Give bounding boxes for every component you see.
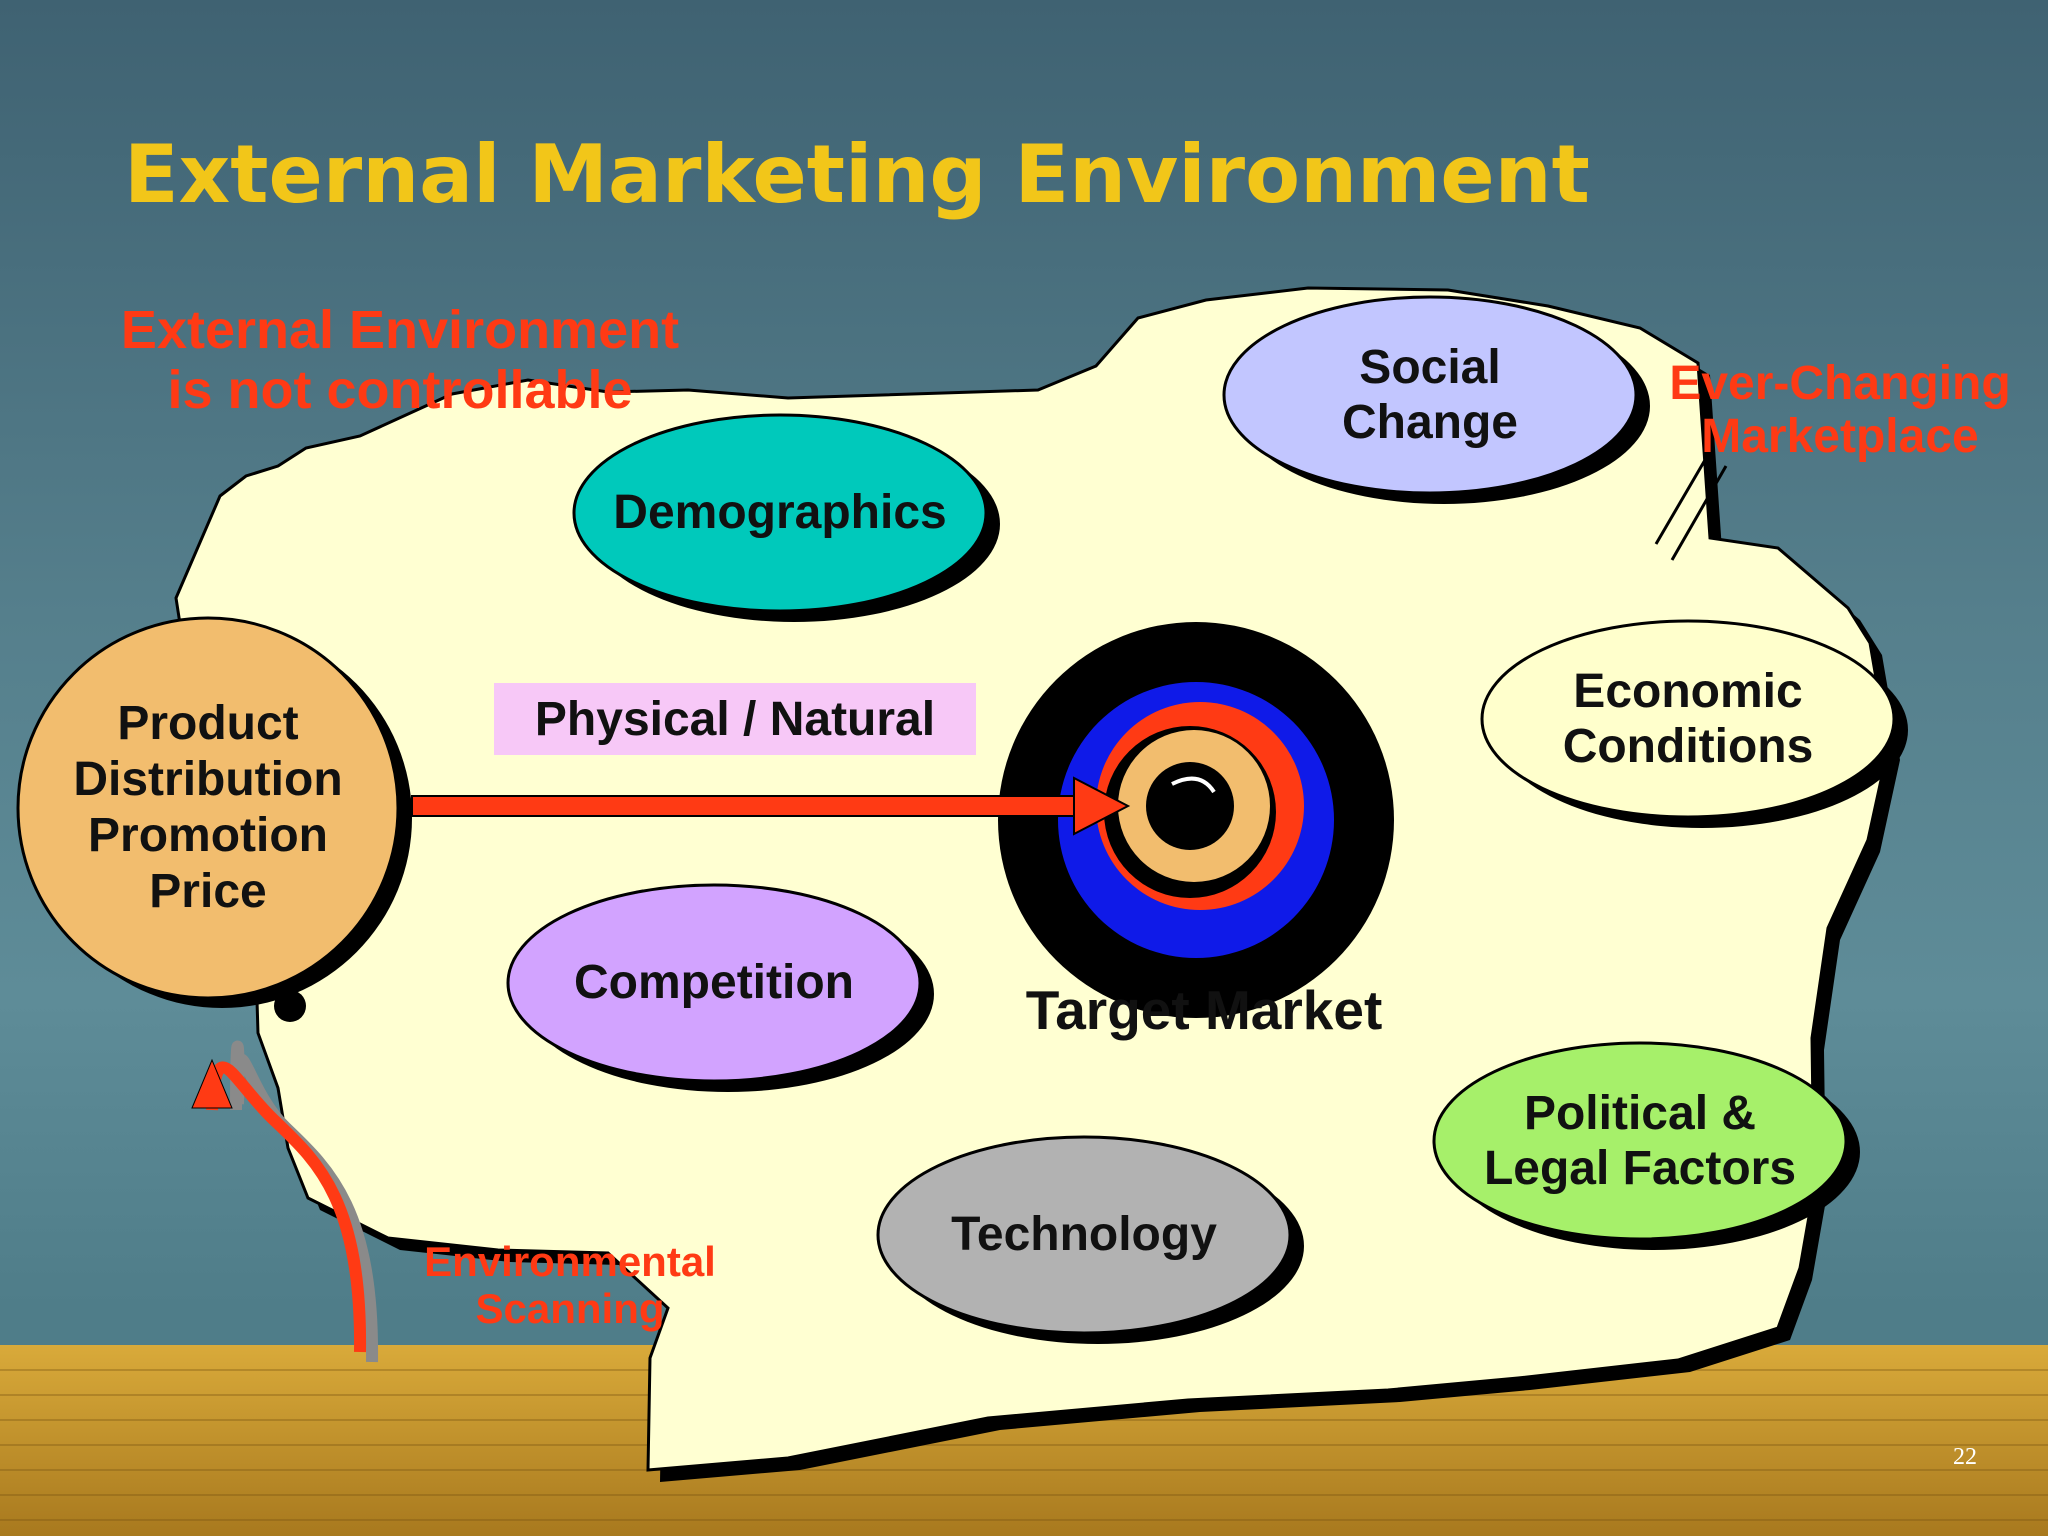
competition-node (506, 883, 934, 1092)
target-market-bullseye (998, 622, 1394, 1018)
physical-natural-label: Physical / Natural (494, 683, 976, 755)
targeting-arrow (411, 776, 1131, 836)
social-change-node (1222, 295, 1650, 504)
demographics-node (572, 413, 1000, 622)
page-number: 22 (1953, 1444, 1977, 1470)
technology-node (876, 1135, 1304, 1344)
political-legal-node (1432, 1041, 1860, 1250)
target-market-label: Target Market (1025, 979, 1383, 1041)
slide-title: External Marketing Environment (124, 128, 1590, 221)
scanning-arrow (191, 1040, 379, 1363)
marketing-mix-node (16, 616, 412, 1022)
note-line: is not controllable (167, 360, 633, 421)
break-mark (1654, 447, 1728, 561)
note-line: Scanning (475, 1285, 665, 1333)
not-controllable-note: External Environment is not controllable (60, 300, 740, 421)
ever-changing-note: Ever-Changing Marketplace (1640, 357, 2040, 464)
environmental-scanning-note: Environmental Scanning (400, 1238, 740, 1332)
note-line: External Environment (120, 300, 680, 360)
note-line: Environmental (424, 1238, 716, 1285)
note-line: Marketplace (1701, 409, 1979, 463)
note-line: Ever-Changing (1669, 357, 2011, 410)
economic-conditions-node (1480, 619, 1908, 828)
